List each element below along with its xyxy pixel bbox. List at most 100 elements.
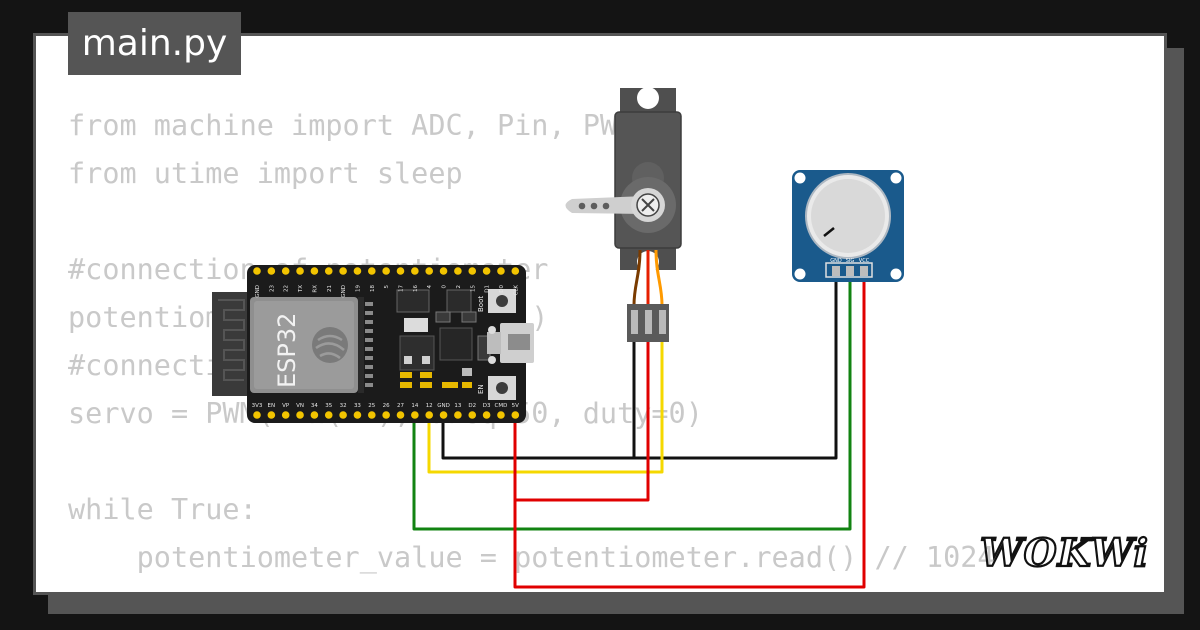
wire-servo-power[interactable] [513, 320, 650, 502]
top-pin[interactable] [425, 267, 434, 275]
code-line: potentiometer_value = potentiometer.read… [68, 582, 995, 592]
bottom-pin[interactable] [339, 411, 347, 419]
bottom-pin[interactable] [411, 411, 419, 419]
top-pin[interactable] [497, 267, 505, 275]
top-pin-label: 16 [413, 285, 419, 292]
bottom-pin-label: D3 [483, 403, 491, 409]
top-pin[interactable] [382, 267, 390, 275]
usb-uart-chip [439, 327, 473, 361]
bottom-pin-label: 3V3 [252, 403, 263, 409]
top-pin-label: 18 [370, 285, 376, 292]
top-pin[interactable] [310, 267, 319, 275]
bottom-pin-label: 14 [411, 403, 418, 409]
top-pin[interactable] [482, 267, 491, 275]
servo-motor[interactable] [565, 87, 682, 342]
top-pin-label: 19 [355, 285, 361, 292]
bottom-pin[interactable] [310, 411, 319, 419]
pot-knob[interactable] [811, 179, 885, 253]
code-line: while True: [68, 493, 257, 526]
bottom-pin-label: GND [437, 403, 450, 409]
top-pin[interactable] [281, 267, 290, 275]
bottom-pin[interactable] [368, 411, 376, 419]
en-label: EN [477, 384, 485, 394]
top-pin[interactable] [439, 267, 448, 275]
bottom-pin-label: 32 [340, 403, 347, 409]
code-line: from utime import sleep [68, 157, 463, 190]
bottom-pin[interactable] [267, 411, 276, 419]
voltage-regulator [399, 335, 435, 371]
top-pin[interactable] [396, 267, 405, 275]
top-pin-label: D1 [485, 285, 491, 293]
bottom-pin[interactable] [281, 411, 290, 419]
top-pin-label: GND [255, 285, 261, 298]
wire-pot-signal[interactable] [412, 270, 852, 531]
top-pin-label: 4 [427, 285, 433, 289]
bottom-pin-label: EN [268, 403, 276, 409]
bottom-pin-label: VN [296, 403, 304, 409]
top-pin-label: 23 [269, 285, 275, 292]
top-pin[interactable] [454, 267, 462, 275]
wire-pot-power[interactable] [513, 270, 866, 589]
esp32-board[interactable]: ESP32 Boot EN [212, 265, 534, 423]
mount-hole-top [637, 87, 659, 109]
bottom-pin[interactable] [425, 411, 434, 419]
bottom-pin[interactable] [382, 411, 390, 419]
bottom-pin[interactable] [296, 411, 304, 419]
bottom-pin-label: 25 [368, 403, 375, 409]
bottom-pin[interactable] [454, 411, 462, 419]
top-pin-label: 5 [384, 285, 390, 289]
top-pin[interactable] [368, 267, 376, 275]
top-pin-label: 17 [399, 285, 405, 292]
espressif-logo-icon [312, 327, 348, 363]
bottom-pin[interactable] [497, 411, 505, 419]
top-pin-label: 0 [442, 285, 448, 289]
top-pin[interactable] [267, 267, 276, 275]
bottom-pin[interactable] [482, 411, 491, 419]
top-pin[interactable] [324, 267, 333, 275]
top-pin-label: 22 [284, 285, 290, 292]
wokwi-logo-text: WOKWi [980, 530, 1149, 575]
wire-servo-gnd[interactable] [441, 320, 636, 460]
top-pin[interactable] [296, 267, 304, 275]
pot-pin-label: VCC [859, 258, 870, 264]
top-pin-label: TX [298, 285, 304, 293]
top-pin-label: 21 [327, 285, 333, 292]
top-pin-label: D0 [499, 284, 505, 292]
wire-pot-gnd[interactable] [634, 270, 838, 460]
top-pin-label: CLK [513, 285, 519, 296]
bottom-pin[interactable] [396, 411, 405, 419]
wire-servo-signal[interactable] [427, 320, 664, 474]
bottom-pin-label: 12 [426, 403, 433, 409]
top-pin[interactable] [353, 267, 362, 275]
bottom-pin-label: D2 [468, 403, 476, 409]
top-pin[interactable] [339, 267, 347, 275]
top-pin-label: 15 [470, 285, 476, 292]
top-pin[interactable] [253, 267, 261, 275]
bottom-pin-label: 33 [354, 403, 361, 409]
bottom-pin[interactable] [253, 411, 261, 419]
bottom-pin[interactable] [468, 411, 477, 419]
boot-label: Boot [477, 296, 485, 312]
top-pin[interactable] [468, 267, 477, 275]
file-tab-main-py[interactable]: main.py [68, 12, 241, 75]
bottom-pin[interactable] [324, 411, 333, 419]
bottom-pin-label: 26 [383, 403, 390, 409]
potentiometer[interactable]: GND SIG VCC [792, 170, 904, 282]
pot-pin-label: GND [830, 258, 842, 264]
bottom-pin[interactable] [353, 411, 362, 419]
top-pin[interactable] [511, 267, 520, 275]
bottom-pin[interactable] [439, 411, 448, 419]
bottom-pin-label: VP [282, 403, 290, 409]
bottom-pin[interactable] [511, 411, 520, 419]
top-pin[interactable] [411, 267, 419, 275]
wires [412, 270, 866, 589]
pot-indicator [823, 227, 835, 237]
bottom-pin-label: 34 [311, 403, 318, 409]
esp32-label: ESP32 [273, 313, 301, 388]
bottom-pin-label: 27 [397, 403, 404, 409]
pot-pin-label: SIG [846, 258, 855, 264]
